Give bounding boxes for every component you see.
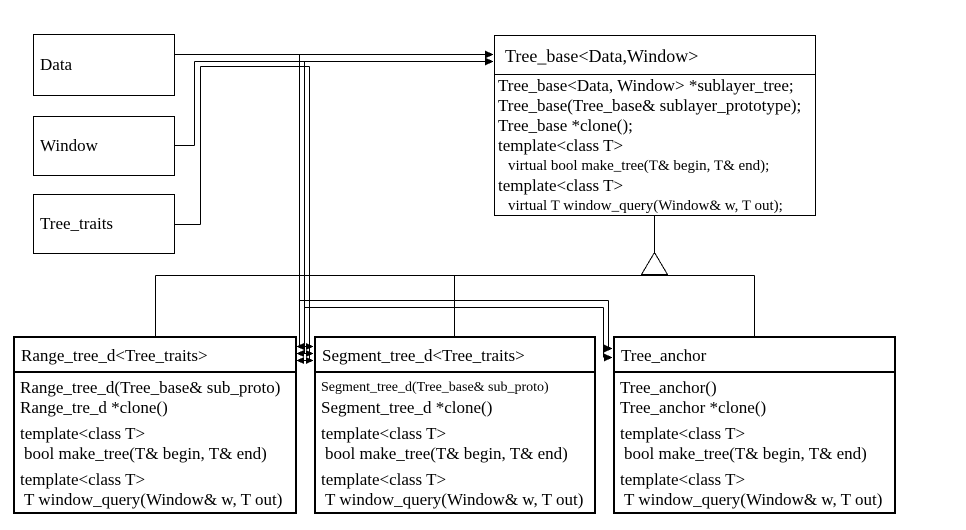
- arrowhead-icon: [296, 357, 304, 364]
- arrowhead-icon: [485, 50, 494, 59]
- data-to-tree-base-connector: [175, 50, 494, 59]
- param-label: Data: [40, 55, 73, 74]
- class-member: template<class T>: [620, 470, 746, 489]
- class-member: template<class T>: [321, 424, 447, 443]
- param-box-window: Window: [33, 116, 175, 176]
- window-to-tree-base-connector: [175, 57, 494, 146]
- arrowhead-icon: [296, 350, 304, 357]
- arrowhead-icon: [306, 350, 314, 357]
- class-member: virtual bool make_tree(T& begin, T& end)…: [508, 158, 770, 174]
- tree-traits-riser-connector: [175, 66, 310, 225]
- class-member: T window_query(Window& w, T out): [24, 490, 283, 509]
- arrowhead-icon: [306, 357, 314, 364]
- arrowhead-icon: [485, 57, 494, 66]
- class-title: Range_tree_d<Tree_traits>: [15, 338, 295, 373]
- class-member-list: Range_tree_d(Tree_base& sub_proto) Range…: [15, 373, 295, 510]
- class-member: template<class T>: [20, 424, 146, 443]
- params-to-range-and-segment-arrows: [296, 343, 314, 364]
- class-member: T window_query(Window& w, T out): [325, 490, 584, 509]
- class-title: Tree_anchor: [615, 338, 894, 373]
- class-member: template<class T>: [20, 470, 146, 489]
- class-member: template<class T>: [498, 136, 624, 155]
- class-member: Tree_anchor *clone(): [620, 398, 767, 417]
- class-member: template<class T>: [498, 176, 624, 195]
- class-member: T window_query(Window& w, T out): [624, 490, 883, 509]
- class-member: bool make_tree(T& begin, T& end): [624, 444, 867, 463]
- param-label: Tree_traits: [40, 214, 114, 233]
- class-member-list: Tree_anchor() Tree_anchor *clone() templ…: [615, 373, 894, 510]
- class-member: template<class T>: [620, 424, 746, 443]
- class-member: Tree_base<Data, Window> *sublayer_tree;: [498, 76, 794, 95]
- inheritance-connector: [155, 216, 755, 336]
- class-member: bool make_tree(T& begin, T& end): [24, 444, 267, 463]
- arrowhead-icon: [296, 343, 304, 350]
- param-box-data: Data: [33, 34, 175, 96]
- class-member: Range_tre_d *clone(): [20, 398, 168, 417]
- class-member: bool make_tree(T& begin, T& end): [325, 444, 568, 463]
- param-drop-lines: [299, 54, 310, 361]
- class-box-range-tree-d: Range_tree_d<Tree_traits> Range_tree_d(T…: [13, 336, 297, 514]
- class-member: Segment_tree_d(Tree_base& sub_proto): [321, 380, 549, 395]
- class-box-tree-anchor: Tree_anchor Tree_anchor() Tree_anchor *c…: [613, 336, 896, 514]
- class-member: Range_tree_d(Tree_base& sub_proto): [20, 378, 281, 397]
- arrowhead-icon: [604, 353, 613, 362]
- class-member-list: Segment_tree_d(Tree_base& sub_proto) Seg…: [316, 373, 594, 510]
- class-title: Tree_base<Data,Window>: [495, 36, 815, 75]
- class-box-tree-base: Tree_base<Data,Window> Tree_base<Data, W…: [494, 35, 816, 216]
- param-label: Window: [40, 136, 98, 155]
- class-member: Tree_base(Tree_base& sublayer_prototype)…: [498, 96, 802, 115]
- inheritance-triangle-icon: [640, 251, 669, 275]
- arrowhead-icon: [306, 343, 314, 350]
- class-member: Tree_base *clone();: [498, 116, 633, 135]
- class-member: Tree_anchor(): [620, 378, 717, 397]
- class-title: Segment_tree_d<Tree_traits>: [316, 338, 594, 373]
- class-member: template<class T>: [321, 470, 447, 489]
- arrowhead-icon: [604, 344, 613, 353]
- class-box-segment-tree-d: Segment_tree_d<Tree_traits> Segment_tree…: [314, 336, 596, 514]
- class-member: Segment_tree_d *clone(): [321, 398, 493, 417]
- class-member-list: Tree_base<Data, Window> *sublayer_tree; …: [495, 75, 815, 216]
- class-member: virtual T window_query(Window& w, T out)…: [508, 198, 783, 214]
- param-box-tree-traits: Tree_traits: [33, 194, 175, 254]
